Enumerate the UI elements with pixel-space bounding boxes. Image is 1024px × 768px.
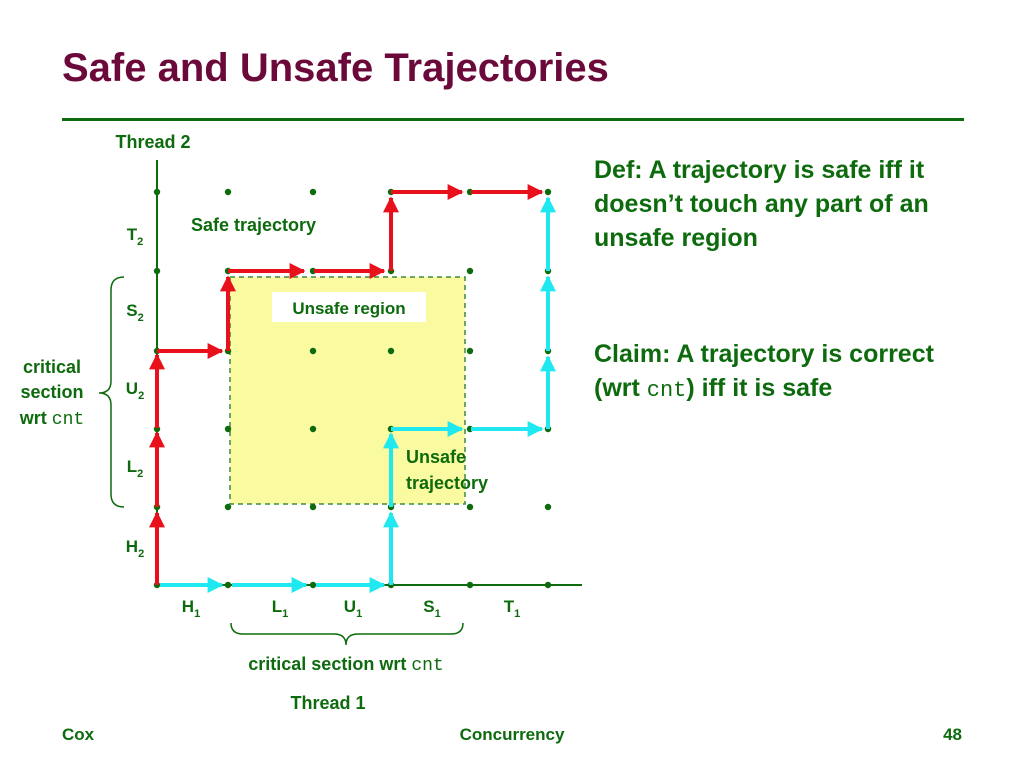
svg-text:critical: critical — [23, 357, 81, 377]
y-tick-t2: T2 — [127, 225, 144, 248]
grid-dot — [544, 581, 552, 589]
claim-text: Claim: A trajectory is correct (wrt cnt)… — [594, 337, 974, 408]
footer-page-number: 48 — [943, 725, 962, 744]
svg-text:section: section — [20, 382, 83, 402]
x-tick-l1: L1 — [272, 597, 289, 620]
grid-dot — [309, 347, 317, 355]
footer-author: Cox — [62, 725, 95, 744]
x-tick-s1: S1 — [423, 597, 440, 620]
left-crit-label: critical section wrt cnt — [19, 357, 84, 430]
x-tick-u1: U1 — [344, 597, 362, 620]
grid-dot — [224, 188, 232, 196]
grid-dot — [153, 188, 161, 196]
bottom-crit-label: critical section wrt cnt — [248, 654, 443, 676]
title-underline — [62, 118, 964, 121]
safe-trajectory — [149, 184, 544, 585]
bottom-brace — [230, 622, 464, 646]
claim-var: cnt — [646, 378, 687, 403]
thread2-label: Thread 2 — [115, 132, 190, 152]
grid-dot — [153, 267, 161, 275]
y-tick-s2: S2 — [126, 301, 143, 324]
grid-dot — [224, 581, 232, 589]
claim-suffix: ) iff it is safe — [686, 374, 833, 402]
claim-prefix: Claim: A trajectory is correct (wrt — [594, 340, 934, 402]
grid-dot — [309, 425, 317, 433]
thread1-label: Thread 1 — [290, 693, 365, 713]
slide-title: Safe and Unsafe Trajectories — [62, 46, 609, 90]
grid-dot — [387, 347, 395, 355]
grid-dot — [309, 188, 317, 196]
grid-dot — [466, 503, 474, 511]
grid-dot — [466, 347, 474, 355]
grid-dot — [544, 188, 552, 196]
unsafe-trajectory — [160, 196, 556, 593]
x-tick-h1: H1 — [182, 597, 200, 620]
grid-dot — [309, 581, 317, 589]
y-tick-l2: L2 — [127, 457, 144, 480]
unsafe-trajectory-label-2: trajectory — [406, 473, 488, 493]
left-brace — [98, 276, 125, 508]
grid-dot — [224, 503, 232, 511]
y-tick-h2: H2 — [126, 537, 144, 560]
grid-dot — [466, 581, 474, 589]
grid-dot — [466, 267, 474, 275]
footer-topic: Concurrency — [459, 725, 565, 744]
x-tick-t1: T1 — [504, 597, 521, 620]
unsafe-region-label: Unsafe region — [292, 299, 405, 318]
grid-dot — [224, 425, 232, 433]
unsafe-region-label-bg — [272, 292, 426, 322]
grid-dot — [309, 503, 317, 511]
x-tick-labels: H1 L1 U1 S1 T1 — [182, 597, 520, 620]
y-tick-u2: U2 — [126, 379, 144, 402]
grid-dot — [544, 503, 552, 511]
unsafe-trajectory-label-1: Unsafe — [406, 447, 466, 467]
y-tick-labels: T2 S2 U2 L2 H2 — [126, 225, 144, 560]
safe-trajectory-label: Safe trajectory — [191, 215, 316, 235]
definition-text: Def: A trajectory is safe iff it doesn’t… — [594, 156, 929, 252]
svg-text:wrt cnt: wrt cnt — [19, 408, 84, 430]
